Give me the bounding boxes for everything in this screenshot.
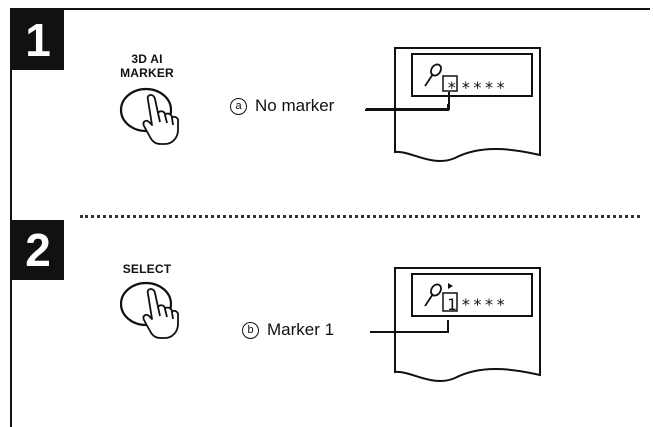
callout-1-leader — [366, 108, 450, 110]
display-2-marker-slot: 1 — [447, 295, 459, 314]
step-2-badge: 2 — [12, 220, 64, 280]
frame-left-line — [10, 8, 12, 427]
marker-button-illustration[interactable] — [110, 82, 210, 147]
select-button-label: SELECT — [107, 262, 187, 276]
marker-button-label: 3D AI MARKER — [107, 52, 187, 80]
callout-marker-1: b Marker 1 — [242, 320, 334, 340]
display-1-tail: **** — [461, 78, 508, 97]
display-2-tail: **** — [461, 295, 508, 314]
callout-text-marker-1: Marker 1 — [267, 320, 334, 340]
callout-1-leader-vertical — [448, 92, 450, 109]
callout-text-no-marker: No marker — [255, 96, 334, 116]
callout-letter-a: a — [230, 98, 247, 115]
select-button-illustration[interactable] — [110, 276, 210, 341]
step-separator — [80, 215, 640, 218]
display-screen-2 — [340, 260, 550, 390]
step-1-badge: 1 — [12, 10, 64, 70]
callout-letter-b: b — [242, 322, 259, 339]
frame-top-line — [10, 8, 650, 10]
callout-no-marker: a No marker — [230, 96, 334, 116]
display-screen-1 — [340, 40, 550, 170]
